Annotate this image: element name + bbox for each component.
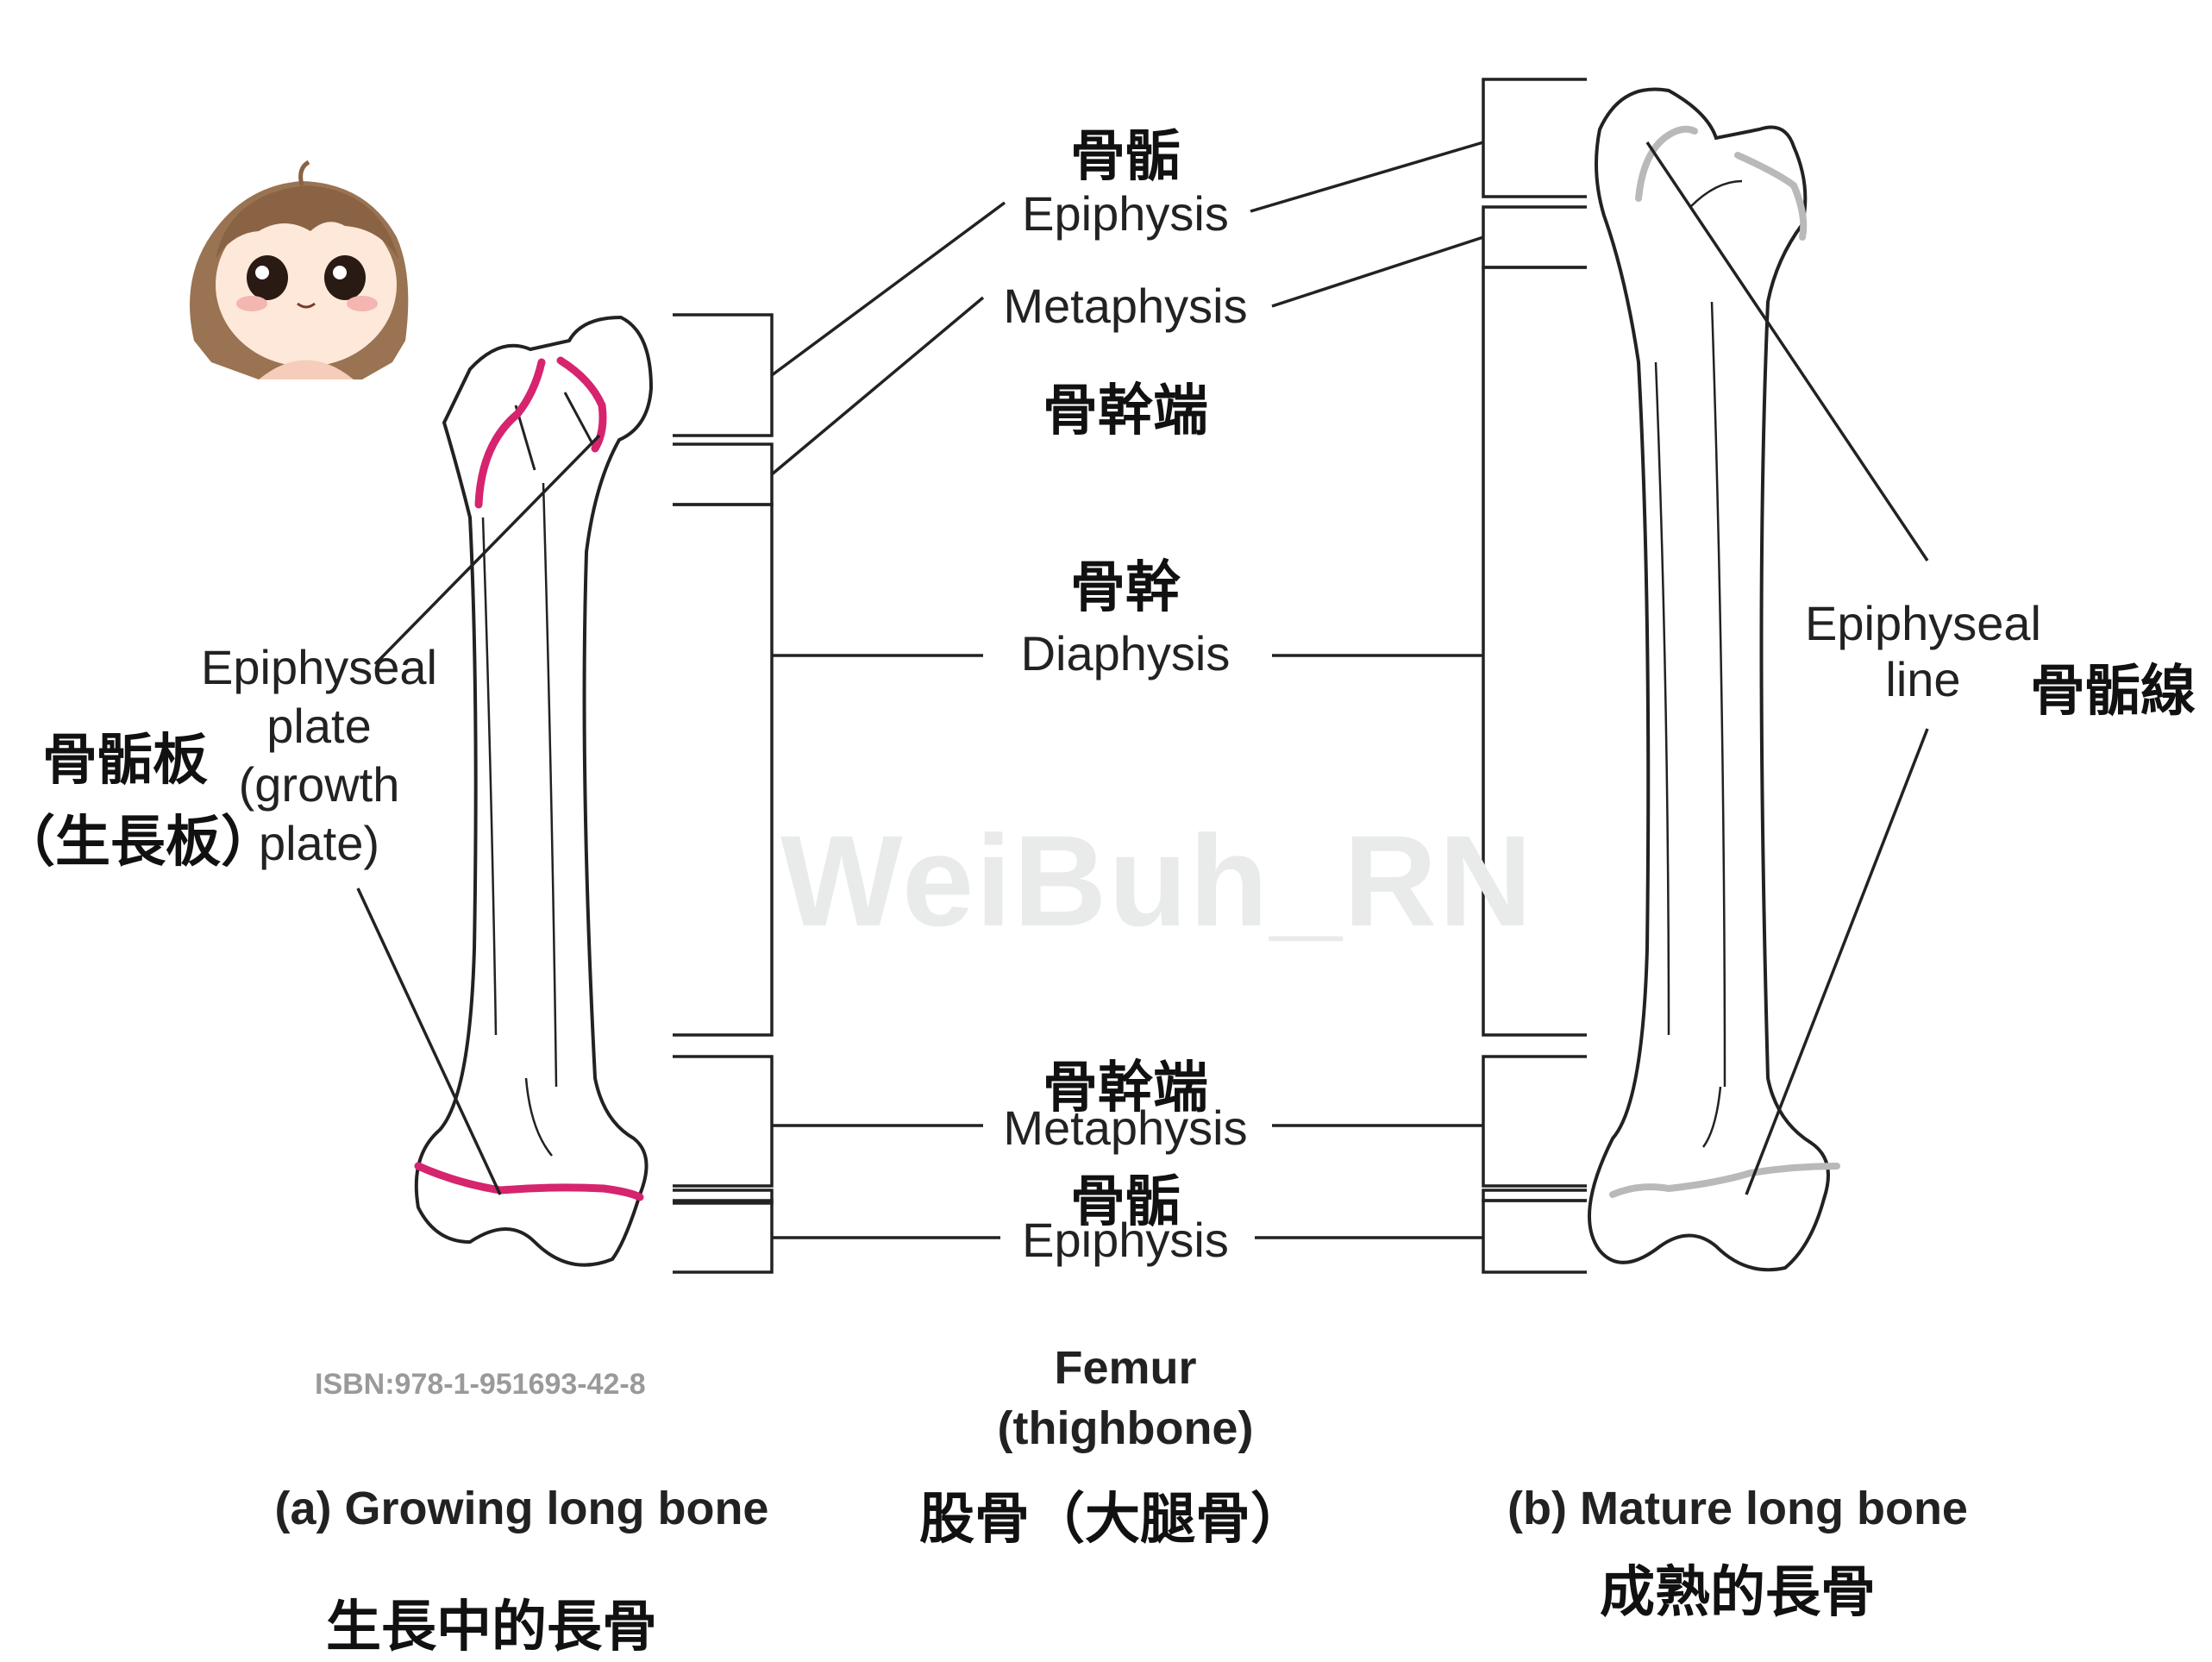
plate-line-1: Epiphyseal — [190, 638, 448, 697]
label-epiphyseal-plate-zh-1: 骨骺板 — [30, 716, 220, 795]
plate-line-2: plate — [190, 697, 448, 756]
label-epiphysis-top-en: Epiphysis — [992, 185, 1259, 241]
femur-title: Femur — [992, 1341, 1259, 1395]
label-epiphysis-top-zh: 骨骺 — [1018, 112, 1233, 191]
label-epiphyseal-plate-zh-2: （生長板） — [0, 798, 250, 877]
watermark: WeiBuh_RN — [780, 806, 1534, 956]
right-brackets — [1483, 79, 1587, 1272]
cartoon-girl-avatar — [190, 162, 408, 379]
caption-growing-long-bone: (a) Growing long bone — [254, 1482, 789, 1535]
label-diaphysis-zh: 骨幹 — [1018, 543, 1233, 623]
label-epiphyseal-line-zh: 骨骺線 — [2018, 647, 2208, 726]
label-diaphysis-en: Diaphysis — [992, 625, 1259, 681]
femur-zh: 股骨（大腿骨） — [897, 1475, 1328, 1554]
femur-subtitle: (thighbone) — [949, 1402, 1302, 1455]
isbn-text: ISBN:978-1-951693-42-8 — [315, 1368, 646, 1402]
label-epiphyseal-line-1: Epiphyseal — [1794, 595, 2052, 651]
growing-femur — [417, 317, 651, 1265]
label-metaphysis-top-zh: 骨幹端 — [1000, 367, 1250, 446]
caption-mature-long-bone: (b) Mature long bone — [1479, 1482, 1996, 1535]
left-brackets — [673, 315, 772, 1272]
label-epiphysis-bottom-en: Epiphysis — [992, 1212, 1259, 1268]
label-epiphyseal-line-2: line — [1837, 651, 2009, 707]
label-metaphysis-top-en: Metaphysis — [974, 278, 1276, 334]
caption-growing-long-bone-zh: 生長中的長骨 — [310, 1583, 673, 1662]
caption-mature-long-bone-zh: 成熟的長骨 — [1561, 1548, 1914, 1628]
label-metaphysis-bottom-en: Metaphysis — [974, 1100, 1276, 1156]
mature-femur — [1589, 89, 1828, 1270]
